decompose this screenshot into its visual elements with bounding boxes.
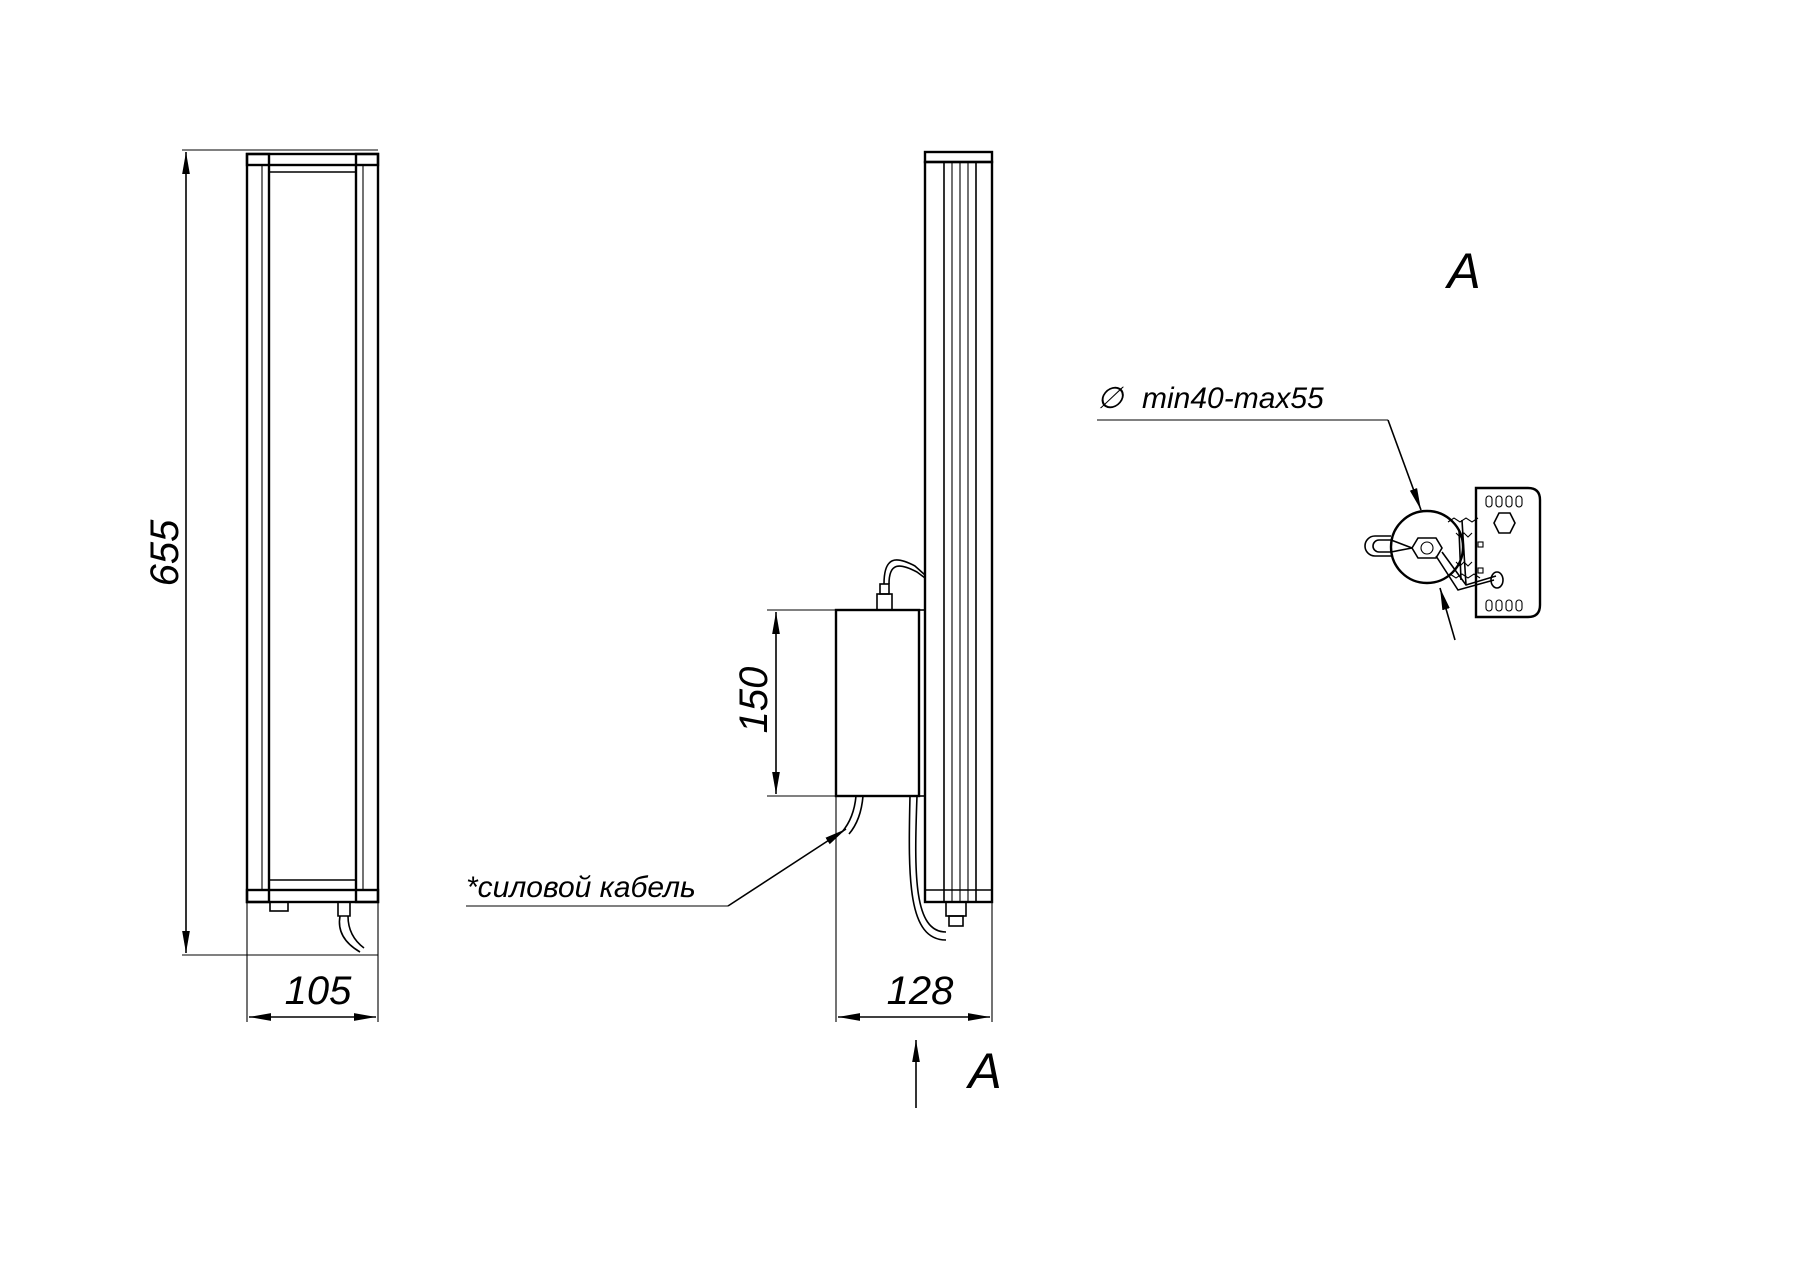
- front-left-rail: [245, 152, 271, 904]
- plate-hex: [1493, 512, 1516, 534]
- driver-top-cable: [883, 559, 926, 585]
- dimension-width-front: [246, 902, 379, 1022]
- view-marker-label: A: [965, 1043, 1001, 1099]
- dimension-height: [182, 149, 378, 956]
- u-bolt-left: [1372, 539, 1391, 553]
- height-value: 655: [143, 519, 187, 586]
- front-top-cap: [245, 152, 380, 167]
- mounting-bracket-detail: [1364, 486, 1542, 619]
- driver-box: [834, 608, 921, 798]
- width-side-value: 128: [887, 969, 954, 1013]
- wall-plate: [1474, 486, 1542, 619]
- side-top-cap: [923, 150, 994, 164]
- driver-height-value: 150: [732, 667, 776, 734]
- view-title: A: [1444, 243, 1480, 299]
- pipe-diameter-label: min40-max55: [1142, 382, 1324, 415]
- u-bolt-right: [1435, 555, 1495, 591]
- side-cable: [908, 795, 947, 941]
- width-front-value: 105: [285, 969, 352, 1013]
- driver-top-gland: [876, 593, 893, 611]
- front-connector: [269, 901, 289, 912]
- dimension-driver-height: [767, 609, 836, 797]
- front-right-rail: [354, 152, 380, 904]
- front-cable-gland: [337, 902, 351, 917]
- diameter-leader: [1097, 419, 1456, 641]
- power-cable-leader: [466, 828, 847, 907]
- power-cable-label: *силовой кабель: [466, 871, 696, 904]
- diameter-symbol: ∅: [1097, 382, 1125, 415]
- front-bottom-cap: [245, 888, 380, 904]
- front-view: [245, 152, 380, 953]
- side-bottom-gland: [945, 901, 967, 917]
- pipe-circle: [1389, 509, 1465, 585]
- front-cable: [338, 915, 361, 953]
- clamp-nut: [1411, 537, 1443, 559]
- side-body: [923, 160, 994, 904]
- side-view: [834, 150, 994, 941]
